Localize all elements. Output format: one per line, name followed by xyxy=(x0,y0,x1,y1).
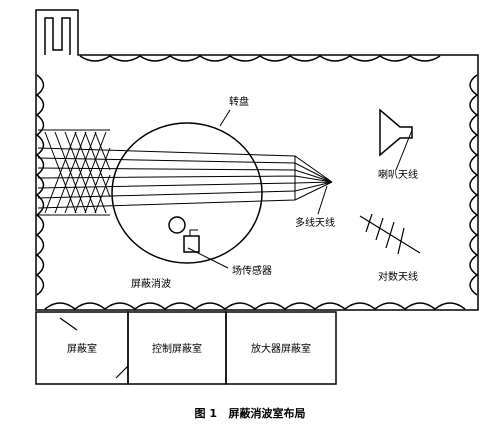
absorber-top-wall xyxy=(79,55,441,62)
hatched-zone xyxy=(38,129,111,216)
absorber-right-wall xyxy=(469,74,479,296)
multiline-antenna-wires xyxy=(37,147,333,209)
room-doors xyxy=(59,317,129,379)
label-anechoic-chamber: 屏蔽消波 xyxy=(131,277,171,290)
label-multiline-antenna: 多线天线 xyxy=(295,216,335,229)
wall-vent-serpentine xyxy=(44,17,71,55)
log-antenna-shape xyxy=(359,213,421,255)
figure-caption: 图 1 屏蔽消波室布局 xyxy=(195,406,306,420)
room-amplifier-box xyxy=(225,311,337,385)
label-log-antenna: 对数天线 xyxy=(378,270,418,283)
absorber-left-wall xyxy=(35,74,45,296)
field-sensor-circle xyxy=(168,216,186,234)
label-room-amplifier: 放大器屏蔽室 xyxy=(251,342,311,355)
turntable-circle xyxy=(111,122,263,264)
label-horn-antenna: 喇叭天线 xyxy=(378,168,418,181)
horn-antenna-shape xyxy=(379,108,413,157)
field-sensor-box xyxy=(183,235,200,253)
chamber-outer-wall xyxy=(35,9,479,311)
leader-lines xyxy=(187,109,413,269)
label-room-shield: 屏蔽室 xyxy=(67,342,97,355)
label-room-control: 控制屏蔽室 xyxy=(152,342,202,355)
field-sensor-stem xyxy=(189,229,198,236)
label-field-sensor: 场传感器 xyxy=(232,264,272,277)
absorber-bottom-wall xyxy=(44,302,466,310)
label-turntable: 转盘 xyxy=(229,95,249,108)
